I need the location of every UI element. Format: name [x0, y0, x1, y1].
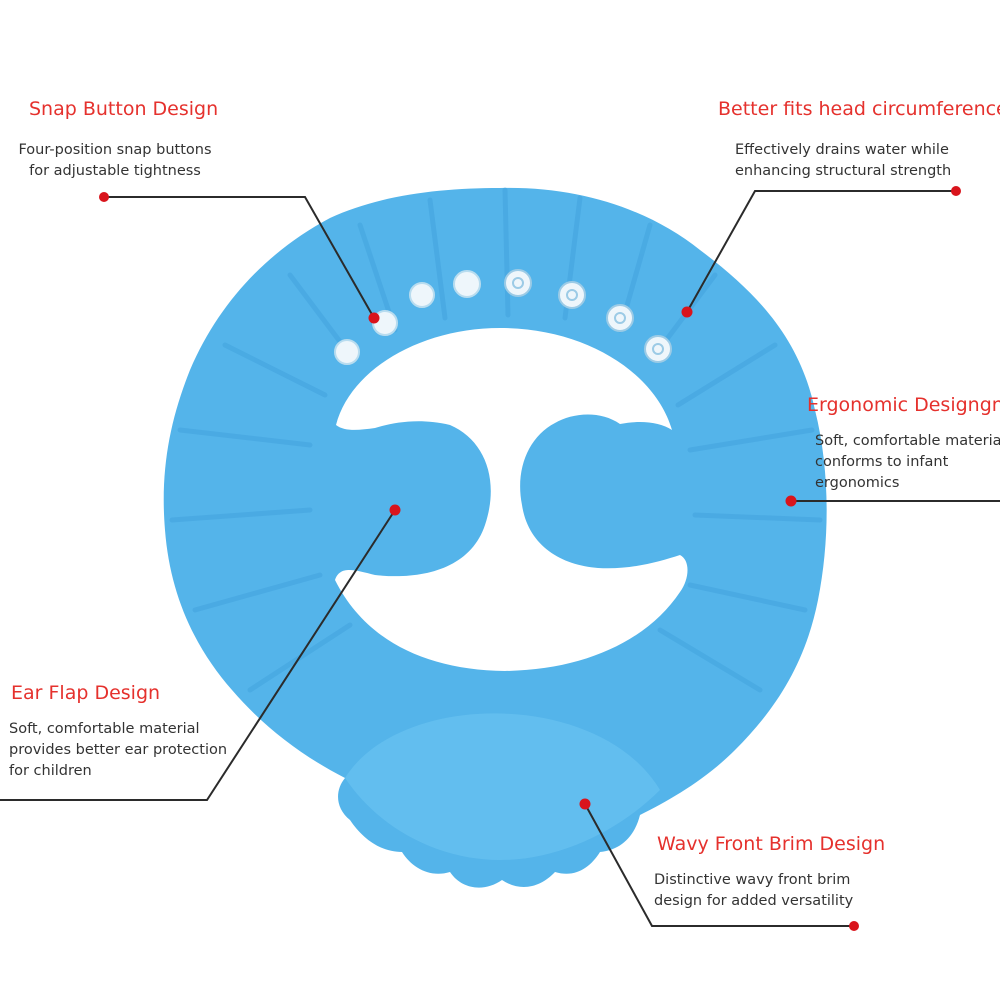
snap-button [606, 304, 634, 332]
snap-button [644, 335, 672, 363]
callout-text-line: for children [9, 763, 92, 779]
callout-text-line: for adjustable tightness [29, 163, 201, 179]
leader-lines [0, 190, 1000, 927]
callout-text-head-fit: Effectively drains water while enhancing… [735, 140, 951, 182]
callout-text-snap-button: Four-position snap buttons for adjustabl… [17, 140, 213, 182]
callout-text-ear-flap: Soft, comfortable material provides bett… [9, 719, 227, 782]
snap-button [558, 281, 586, 309]
callout-title-snap-button: Snap Button Design [29, 98, 219, 120]
snap-button [334, 339, 360, 365]
leader-line-wavy-brim [584, 803, 854, 927]
shower-cap-body [163, 187, 827, 888]
red-dot-icon [849, 921, 859, 931]
red-dot-icon [785, 495, 797, 507]
callout-title-head-fit: Better fits head circumference [718, 98, 1000, 120]
callout-title-ear-flap: Ear Flap Design [11, 682, 161, 704]
callout-text-line: enhancing structural strength [735, 163, 952, 179]
baby-shower-cap-icon [163, 187, 827, 888]
brim-highlight [345, 713, 660, 860]
callout-text-line: ergonomics [815, 475, 900, 491]
leader-line-ear-flap [0, 509, 396, 801]
red-dot-icon [951, 186, 961, 196]
callout-text-ergonomic: Soft, comfortable materia conforms to in… [815, 431, 1000, 494]
callout-dots [99, 186, 961, 931]
leader-line-head-fit [686, 190, 956, 313]
red-dot-icon [681, 306, 693, 318]
callout-text-line: Four-position snap buttons [18, 142, 212, 158]
red-dot-icon [389, 504, 401, 516]
snap-buttons [334, 269, 672, 365]
callout-text-line: Distinctive wavy front brim [654, 872, 851, 888]
snap-button [409, 282, 435, 308]
callout-text-line: conforms to infant [815, 454, 949, 470]
callout-title-wavy-brim: Wavy Front Brim Design [657, 833, 886, 855]
callout-text-line: Soft, comfortable material [9, 721, 200, 737]
snap-button [453, 270, 481, 298]
callout-text-wavy-brim: Distinctive wavy front brim design for a… [654, 870, 853, 912]
red-dot-icon [579, 798, 591, 810]
snap-button [504, 269, 532, 297]
leader-line-snap-button [104, 196, 375, 319]
red-dot-icon [99, 192, 109, 202]
callout-title-ergonomic: Ergonomic Designgn [807, 394, 1000, 416]
callout-text-line: provides better ear protection [9, 742, 228, 758]
callout-text-line: design for added versatility [654, 893, 854, 909]
callout-text-line: Soft, comfortable materia [815, 433, 1000, 449]
callout-text-line: Effectively drains water while [735, 142, 949, 158]
red-dot-icon [368, 312, 380, 324]
